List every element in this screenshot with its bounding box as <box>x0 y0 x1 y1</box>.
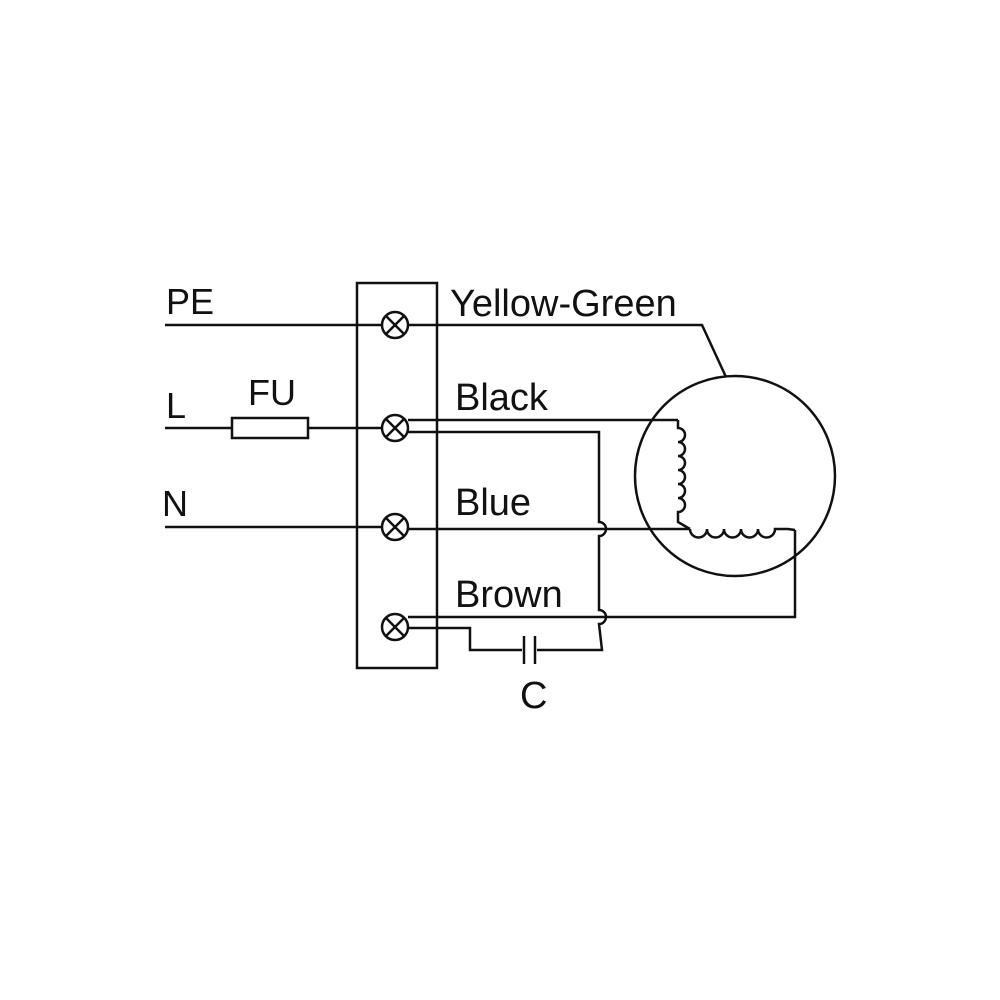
black-label: Black <box>455 377 549 419</box>
terminal-l <box>380 413 410 443</box>
brown-wire <box>408 530 797 619</box>
auxiliary-winding <box>688 527 796 539</box>
l-label: L <box>166 385 186 426</box>
terminal-n <box>380 512 410 542</box>
terminal-pe <box>380 310 410 340</box>
brown-to-capacitor-wire <box>408 626 522 652</box>
capacitor-symbol <box>522 636 537 664</box>
yellow-green-wire <box>408 323 728 378</box>
brown-label: Brown <box>455 574 563 616</box>
pe-label: PE <box>166 281 214 322</box>
fuse-label: FU <box>248 372 296 413</box>
black-to-capacitor-wire <box>408 430 608 652</box>
terminal-block <box>355 281 439 670</box>
yellow-green-label: Yellow-Green <box>450 283 677 325</box>
terminal-brown <box>380 612 410 642</box>
n-label: N <box>162 483 188 524</box>
blue-label: Blue <box>455 482 531 524</box>
motor-circle <box>633 374 837 578</box>
fuse-symbol <box>230 416 310 440</box>
capacitor-label: C <box>520 675 547 717</box>
main-winding <box>676 420 691 531</box>
